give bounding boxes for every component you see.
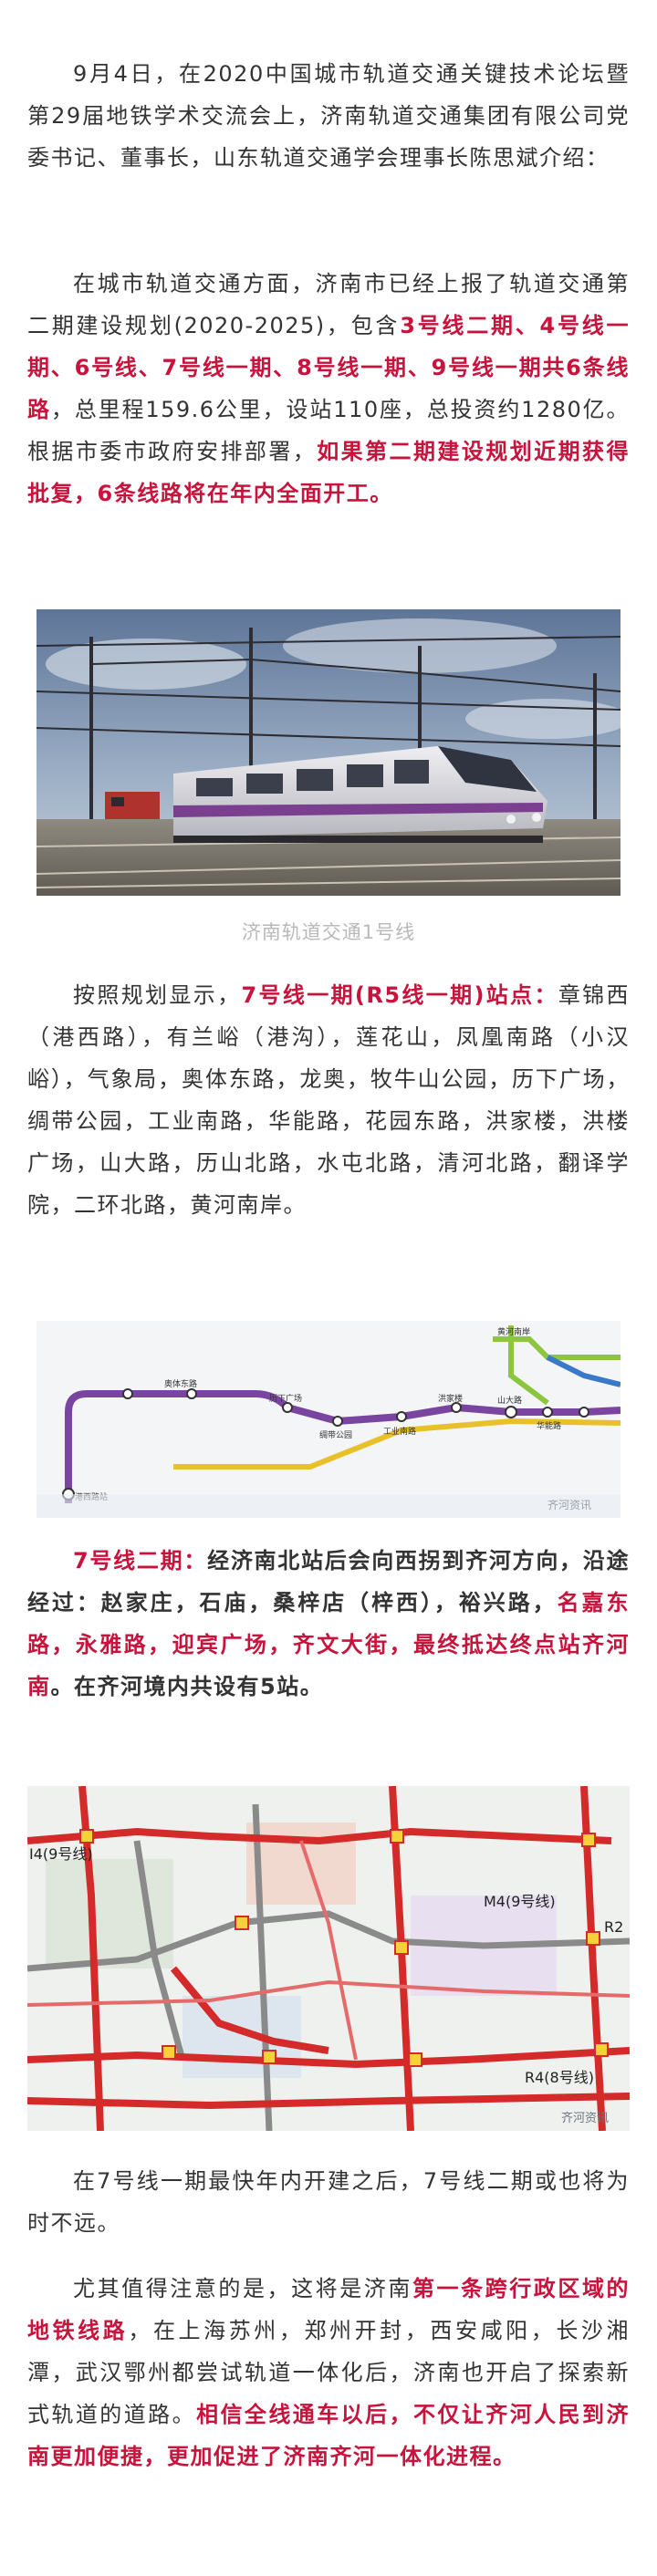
line7-phase1-heading: 7号线一期(R5线一期)站点： bbox=[241, 982, 558, 1008]
map2-label-r4: R4(8号线) bbox=[525, 2069, 594, 2086]
map1-label-7: 华能路 bbox=[537, 1420, 561, 1431]
line7-phase2-paragraph: 7号线二期：经济南北站后会向西拐到齐河方向，沿途经过：赵家庄，石庙，桑梓店（梓西… bbox=[27, 1540, 630, 1708]
map1-label-8: 黄河南岸 bbox=[497, 1326, 530, 1337]
regional-rail-map: M4(9号线) R2 R4(8号线) I4(9号线) 齐河资讯 bbox=[27, 1786, 630, 2131]
line7-phase2-heading: 7号线二期： bbox=[73, 1548, 208, 1574]
line7-phase2-count: 。在齐河境内共设有5站。 bbox=[50, 1674, 324, 1699]
train-photo bbox=[36, 609, 620, 896]
plan-start-highlight: 如果第二期建设规划近期获得批复，6条线路将在年内全面开工。 bbox=[27, 439, 630, 506]
map1-label-3: 绸带公园 bbox=[319, 1429, 352, 1440]
photo-caption: 济南轨道交通1号线 bbox=[241, 921, 416, 943]
line7-route-map: 港西路站 奥体东路 历下广场 绸带公园 工业南路 洪家楼 山大路 华能路 黄河南… bbox=[36, 1321, 620, 1518]
map1-label-4: 工业南路 bbox=[383, 1426, 416, 1437]
line7-phase2-route: 经济南北站后会向西拐到齐河方向，沿途经过：赵家庄，石庙，桑梓店（梓西），裕兴路， bbox=[27, 1548, 631, 1615]
significance-examples: ，在上海苏州，郑州开封，西安咸阳，长沙湘潭，武汉鄂州都尝试轨道一体化后，济南也开… bbox=[27, 2318, 631, 2427]
plan-paragraph: 在城市轨道交通方面，济南市已经上报了轨道交通第二期建设规划(2020-2025)… bbox=[27, 263, 630, 514]
outlook-paragraph: 在7号线一期最快年内开建之后，7号线二期或也将为时不远。 bbox=[27, 2160, 630, 2244]
first-cross-region-highlight: 第一条跨行政区域的地铁线路 bbox=[27, 2276, 631, 2343]
map2-label-r2: R2 bbox=[604, 1918, 623, 1936]
map2-label-i4: I4(9号线) bbox=[29, 1845, 93, 1863]
map2-label-m4: M4(9号线) bbox=[484, 1893, 556, 1910]
outlook-text: 在7号线一期最快年内开建之后，7号线二期或也将为时不远。 bbox=[27, 2168, 630, 2236]
map1-label-2: 历下广场 bbox=[269, 1393, 302, 1404]
intro-paragraph: 9月4日，在2020中国城市轨道交通关键技术论坛暨第29届地铁学术交流会上，济南… bbox=[27, 53, 630, 179]
intro-text: 9月4日，在2020中国城市轨道交通关键技术论坛暨第29届地铁学术交流会上，济南… bbox=[27, 61, 630, 171]
map1-watermark: 齐河资讯 bbox=[548, 1498, 591, 1511]
map1-label-5: 洪家楼 bbox=[438, 1393, 463, 1404]
line7-phase1-paragraph: 按照规划显示，7号线一期(R5线一期)站点：章锦西（港西路），有兰峪（港沟），莲… bbox=[27, 974, 630, 1226]
plan-lines-highlight: 3号线二期、4号线一期、6号线、7号线一期、8号线一期、9号线一期共6条线路 bbox=[27, 313, 630, 422]
line7-phase2-stations-highlight: 名嘉东路，永雅路，迎宾广场，齐文大街，最终抵达终点站齐河南 bbox=[27, 1590, 630, 1699]
significance-paragraph: 尤其值得注意的是，这将是济南第一条跨行政区域的地铁线路，在上海苏州，郑州开封，西… bbox=[27, 2268, 630, 2477]
line7-phase1-stations: 章锦西（港西路），有兰峪（港沟），莲花山，凤凰南路（小汉峪），气象局，奥体东路，… bbox=[27, 982, 631, 1218]
plan-text-a: 在城市轨道交通方面，济南市已经上报了轨道交通第二期建设规划(2020-2025)… bbox=[27, 271, 630, 338]
map1-label-6: 山大路 bbox=[497, 1395, 522, 1406]
map2-watermark: 齐河资讯 bbox=[561, 2111, 609, 2125]
integration-highlight: 相信全线通车以后，不仅让齐河人民到济南更加便捷，更加促进了济南齐河一体化进程。 bbox=[27, 2402, 630, 2469]
line7-phase1-lead: 按照规划显示， bbox=[73, 982, 242, 1008]
significance-lead: 尤其值得注意的是，这将是济南 bbox=[73, 2276, 412, 2301]
plan-text-c: ，总里程159.6公里，设站110座，总投资约1280亿。根据市委市政府安排部署… bbox=[27, 397, 631, 464]
map1-label-1: 奥体东路 bbox=[164, 1378, 197, 1389]
